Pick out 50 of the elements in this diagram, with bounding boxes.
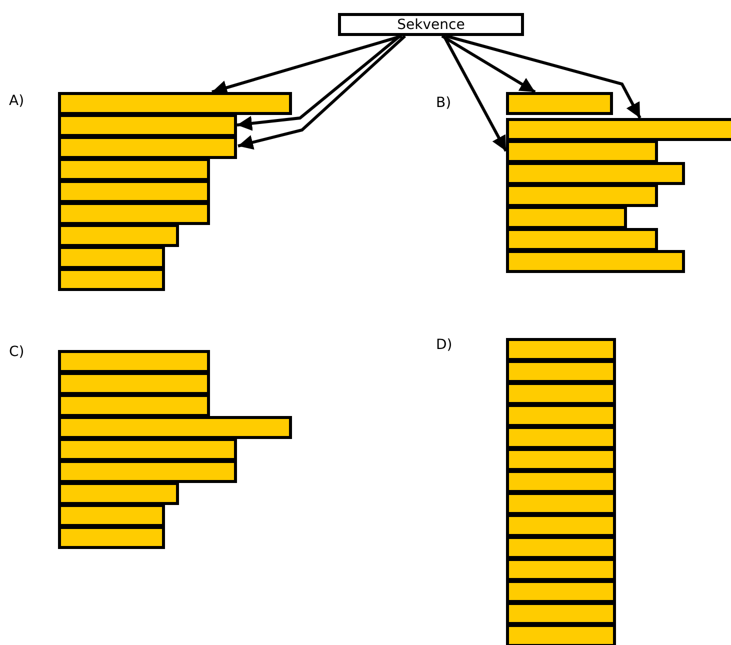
bar-shape (58, 158, 210, 181)
bar-shape (506, 514, 616, 537)
bar-shape (506, 382, 616, 405)
bar-shape (58, 202, 210, 225)
bar-shape (506, 206, 627, 229)
bar-shape (58, 136, 237, 159)
bar-shape (506, 228, 658, 251)
bar-shape (58, 438, 237, 461)
arrow (446, 34, 642, 119)
bar-shape (506, 492, 616, 515)
bar-shape (58, 180, 210, 203)
panel-label: C) (9, 344, 24, 360)
bar-shape (506, 184, 658, 207)
panel-label: A) (9, 93, 24, 109)
bar-shape (506, 118, 731, 141)
bar-shape (58, 246, 165, 269)
bar-shape (58, 482, 179, 505)
bar-shape (58, 224, 179, 247)
bar-shape (506, 558, 616, 581)
bar-shape (58, 504, 165, 527)
panel-label: B) (436, 95, 452, 111)
bar-shape (506, 448, 616, 471)
bar-shape (506, 92, 613, 115)
bar-shape (58, 416, 292, 439)
bar-shape (506, 162, 685, 185)
bar-shape (58, 92, 292, 115)
bar-shape (506, 250, 685, 273)
bar-shape (506, 140, 658, 163)
bar-shape (58, 394, 210, 417)
bar-shape (58, 350, 210, 373)
arrow (238, 34, 406, 150)
bar-shape (58, 114, 237, 137)
bar-shape (506, 580, 616, 603)
bar-shape (506, 338, 616, 361)
bar-shape (58, 268, 165, 291)
bar-shape (506, 404, 616, 427)
bar-shape (506, 602, 616, 625)
bar-shape (58, 526, 165, 549)
bar-shape (506, 426, 616, 449)
bar-shape (58, 460, 237, 483)
bar-shape (506, 536, 616, 559)
arrow (212, 34, 402, 95)
arrow (442, 35, 508, 152)
bar-shape (506, 470, 616, 493)
bar-shape (58, 372, 210, 395)
arrow (441, 34, 536, 94)
bar-shape (506, 624, 616, 645)
sequence-box: Sekvence (338, 13, 524, 36)
bar-shape (506, 360, 616, 383)
panel-label: D) (436, 337, 452, 353)
